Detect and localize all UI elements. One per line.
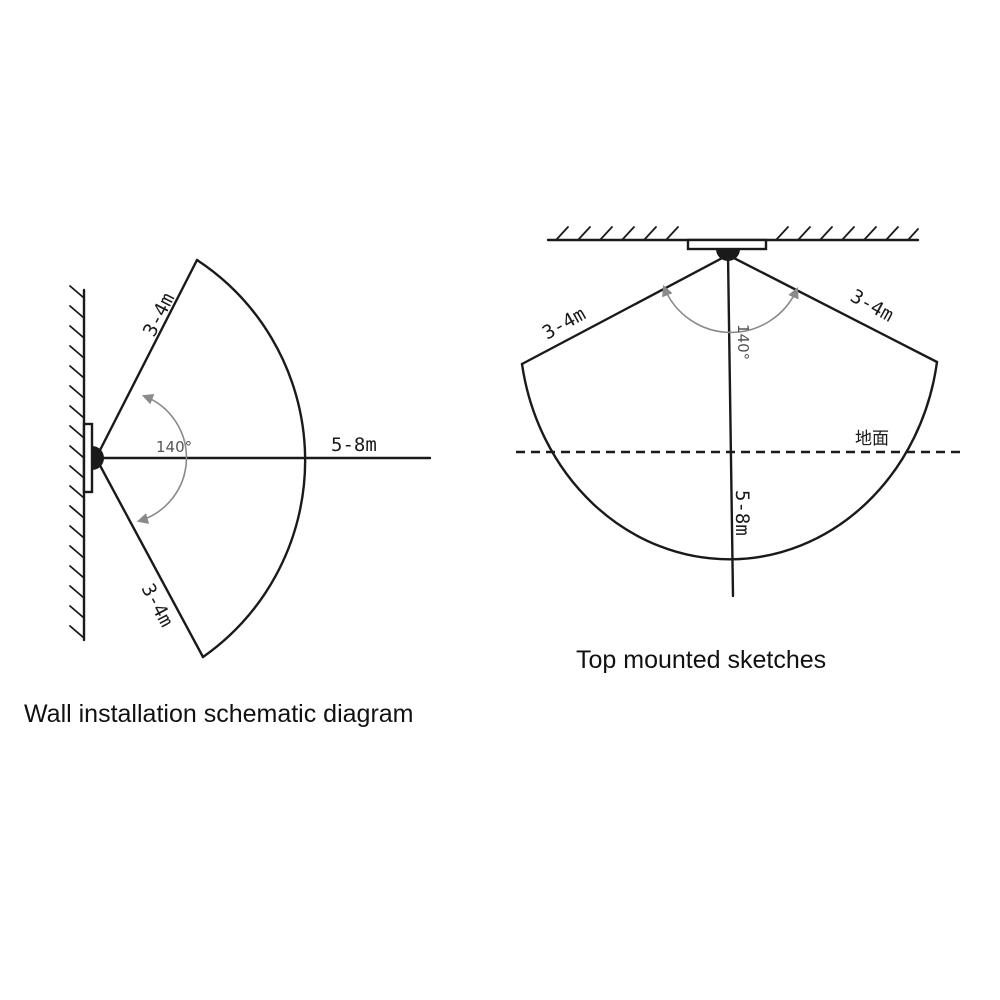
- wall-lower-edge-label: 3-4m: [137, 580, 178, 631]
- ceiling-sensor-plate: [686, 238, 768, 251]
- ground-label: 地面: [855, 429, 889, 449]
- ceiling-angle-arc: [662, 284, 799, 334]
- ceiling-installation-diagram: 3-4m 3-4m 5-8m 140° 地面: [516, 226, 960, 598]
- wall-angle-label: 140°: [156, 438, 192, 456]
- wall-range-label: 5-8m: [331, 434, 377, 456]
- ceiling-angle-label: 140°: [734, 324, 752, 360]
- ceiling-left-edge-label: 3-4m: [539, 303, 590, 344]
- wall-diagram-caption: Wall installation schematic diagram: [24, 700, 414, 728]
- wall-hatching: [69, 285, 86, 642]
- wall-detection-zone: [94, 258, 432, 659]
- ceiling-detection-zone: [520, 253, 939, 598]
- wall-angle-arc: [136, 393, 188, 524]
- wall-upper-edge-label: 3-4m: [139, 290, 179, 341]
- wall-installation-diagram: 3-4m 3-4m 5-8m 140°: [69, 258, 432, 659]
- ceiling-hatching: [546, 226, 920, 242]
- wall-sensor-plate: [82, 422, 94, 494]
- ceiling-diagram-caption: Top mounted sketches: [576, 646, 827, 674]
- ceiling-range-label: 5-8m: [731, 490, 753, 536]
